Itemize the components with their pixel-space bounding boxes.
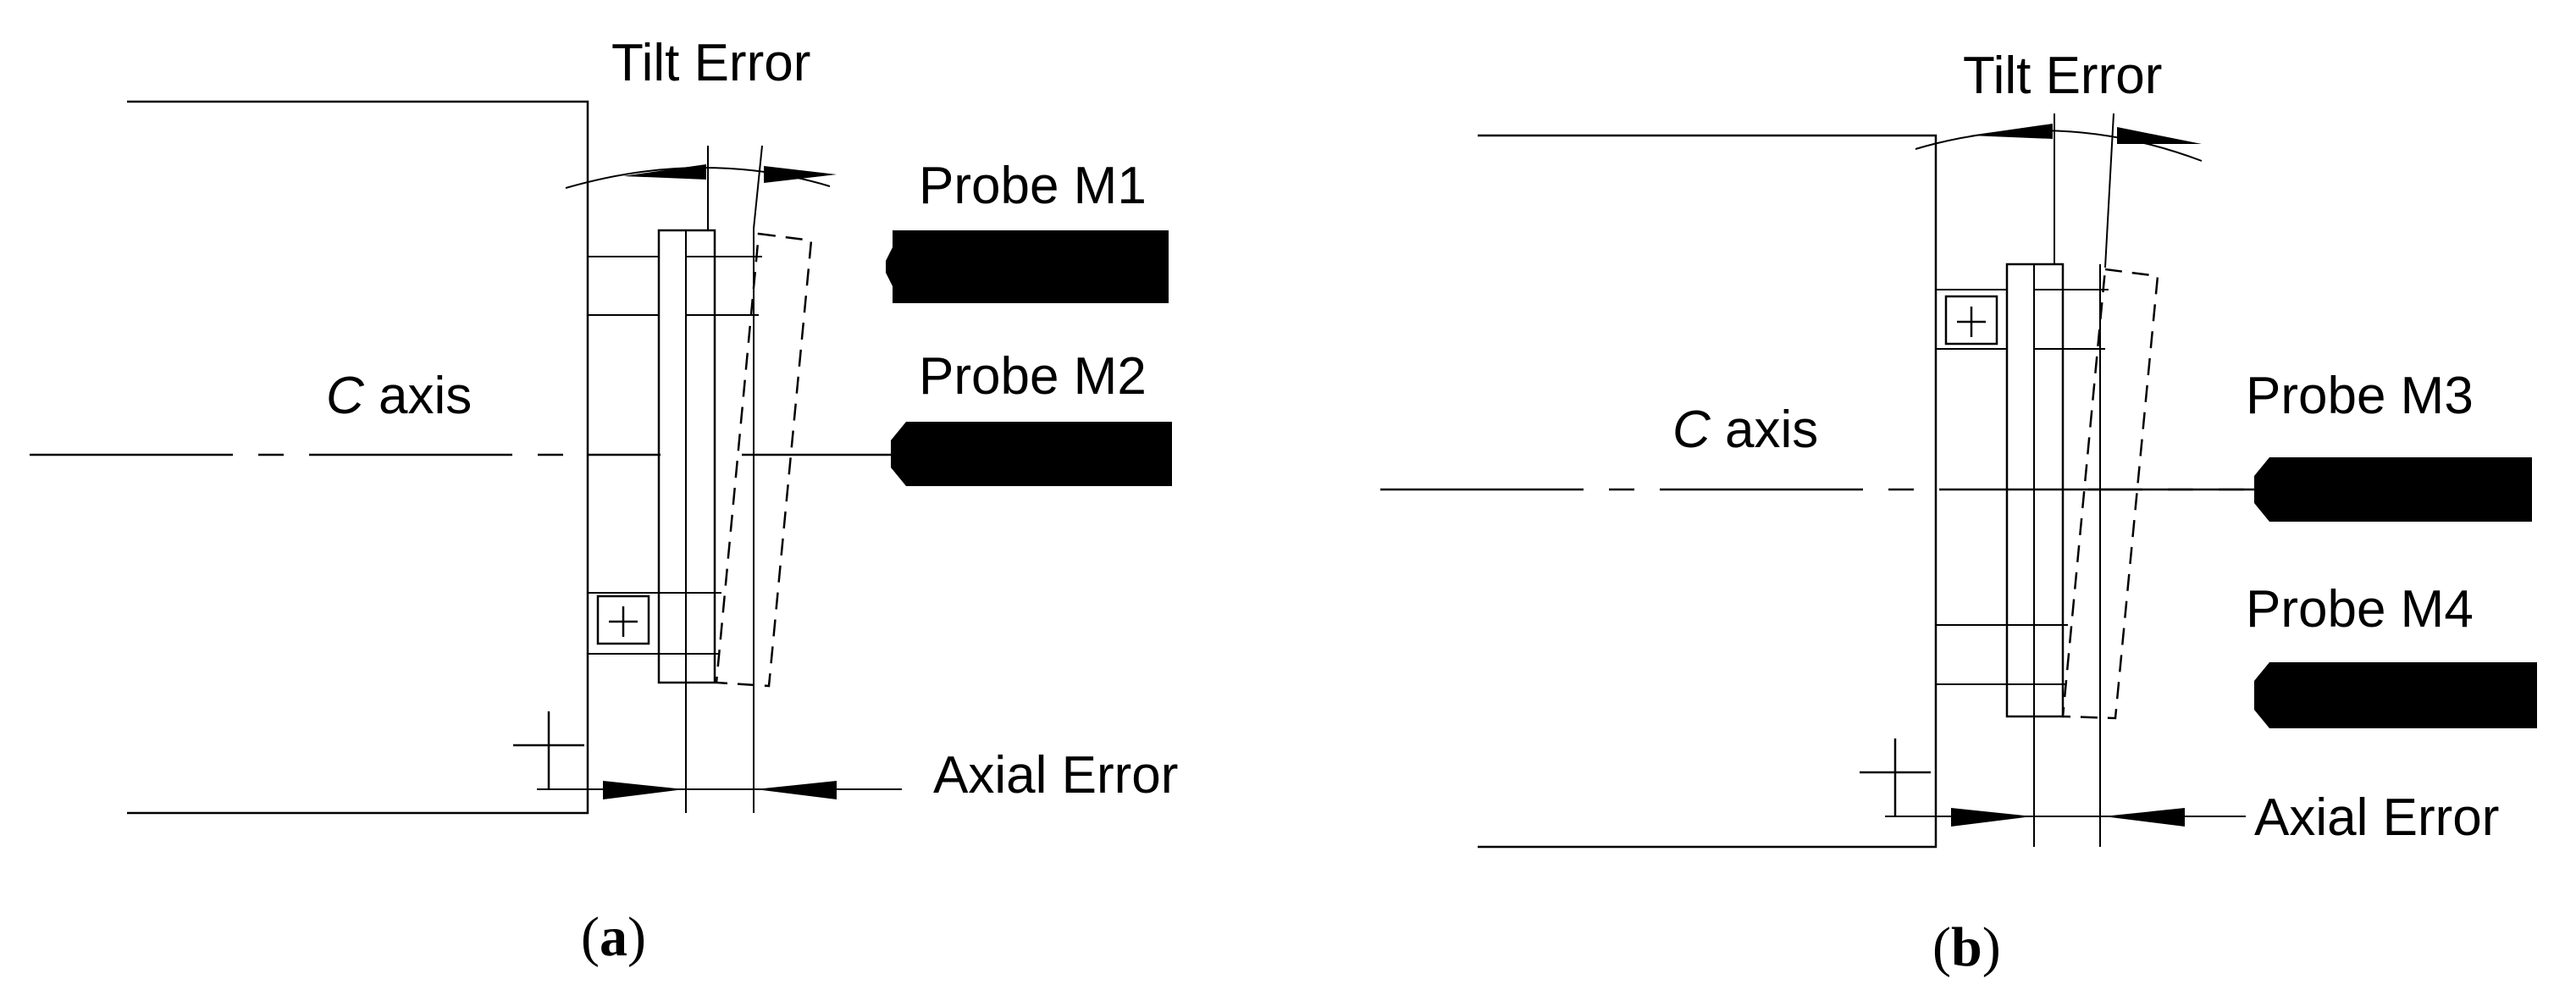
panel-b: Tilt Error Probe M3 Probe M4 C axis Axia… [1380, 47, 2537, 978]
c-axis-label-b: C axis [1672, 401, 1818, 459]
axial-arrow-right-a [755, 781, 837, 799]
tilt-arc-b [1915, 130, 2203, 162]
panel-a: Tilt Error Probe M1 Probe M2 C axis Axia… [30, 34, 1178, 968]
tilt-error-label-b: Tilt Error [1963, 47, 2162, 105]
tilt-arrow-left-b [1970, 124, 2053, 139]
probe-bottom-label-a: Probe M2 [919, 347, 1147, 406]
gauge-block-tilted-b [2061, 268, 2159, 720]
axial-error-label-b: Axial Error [2254, 788, 2499, 847]
plus-box-a [596, 595, 650, 645]
tilt-arrow-left-a [623, 164, 706, 180]
probe-top-b [2254, 457, 2532, 522]
probe-bottom-a [891, 422, 1172, 486]
probe-top-tip-a [893, 230, 906, 303]
axial-arrow-left-a [603, 781, 684, 799]
axial-arrow-left-b [1951, 808, 2032, 827]
gauge-block-tilted-a [715, 232, 813, 688]
probe-bottom-label-b: Probe M4 [2246, 580, 2474, 639]
axial-error-label-a: Axial Error [933, 746, 1178, 805]
tilt-error-label-a: Tilt Error [611, 34, 810, 92]
tilt-ext-right-b [2104, 113, 2114, 268]
spindle-outline-b [1478, 134, 1938, 849]
tilt-arrow-right-b [2117, 127, 2202, 144]
caption-a: (a) [581, 906, 646, 968]
probe-top-label-a: Probe M1 [919, 157, 1147, 215]
probe-top-a [886, 230, 1169, 303]
spindle-outline-a [127, 100, 589, 815]
axial-arrow-right-b [2103, 808, 2185, 827]
plus-box-b [1944, 295, 1998, 346]
tilt-arrow-right-a [764, 166, 837, 183]
caption-b: (b) [1932, 916, 2001, 978]
tilt-ext-right-a [753, 145, 763, 230]
probe-top-label-b: Probe M3 [2246, 367, 2474, 425]
probe-bottom-b [2254, 662, 2537, 728]
c-axis-label-a: C axis [326, 367, 472, 425]
